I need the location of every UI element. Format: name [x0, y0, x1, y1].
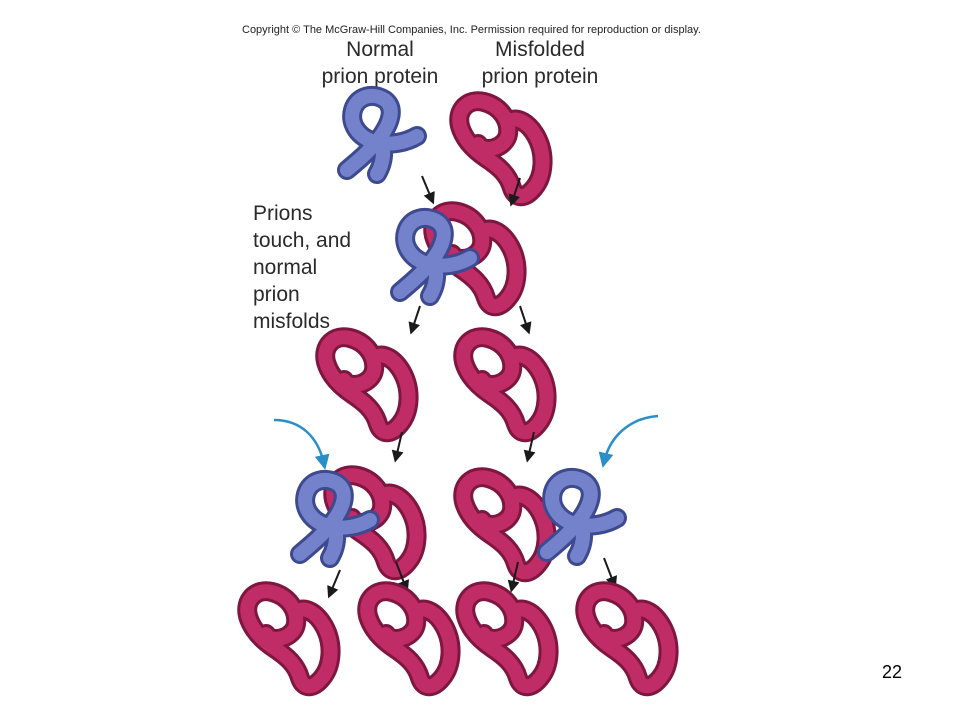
touch-label-line-5: misfolds	[253, 310, 331, 333]
arrow-down-icon	[507, 561, 520, 593]
arrow-down-icon	[327, 569, 341, 599]
misfolded-prion-protein	[367, 591, 450, 686]
touch-label-line-2: touch, and	[253, 229, 352, 252]
normal-prion-protein	[347, 96, 417, 174]
misfolded-label-line-1: Misfolded	[495, 38, 585, 61]
normal-prion-touching	[547, 478, 617, 556]
touch-label-line-3: normal	[253, 256, 318, 279]
arrow-down-icon	[603, 557, 618, 589]
arrow-down-icon	[523, 431, 536, 463]
touch-misfold-label: Prions touch, and normal prion misfolds	[253, 200, 351, 335]
normal-label-line-1: Normal	[346, 38, 414, 61]
arrow-down-icon	[421, 175, 435, 205]
normal-prion-touching	[400, 218, 470, 296]
page-number: 22	[881, 662, 902, 682]
misfolded-prion-protein	[459, 101, 542, 196]
misfolded-label-line-2: prion protein	[481, 65, 599, 88]
arrow-down-icon	[391, 431, 404, 463]
misfolded-prion-touching	[463, 477, 546, 572]
touch-label-line-4: prion	[253, 283, 300, 306]
misfolded-prion-protein	[465, 591, 548, 686]
touch-label-line-1: Prions	[253, 202, 313, 225]
new-normal-prion-arrow-icon	[598, 414, 659, 468]
arrow-down-icon	[408, 305, 421, 335]
misfolded-prion-protein	[463, 337, 546, 432]
normal-prion-label: Normal prion protein	[300, 36, 460, 90]
arrow-down-icon	[508, 177, 521, 207]
misfolded-prion-protein	[247, 591, 330, 686]
normal-prion-touching	[300, 480, 370, 558]
arrow-down-icon	[519, 305, 532, 335]
new-normal-prion-arrow-icon	[273, 418, 330, 470]
misfolded-prion-protein	[585, 591, 668, 686]
arrow-down-icon	[395, 561, 410, 593]
normal-label-line-2: prion protein	[321, 65, 439, 88]
copyright-notice: Copyright © The McGraw-Hill Companies, I…	[242, 24, 701, 36]
misfolded-prion-protein	[325, 337, 408, 432]
misfolded-prion-label: Misfolded prion protein	[460, 36, 620, 90]
